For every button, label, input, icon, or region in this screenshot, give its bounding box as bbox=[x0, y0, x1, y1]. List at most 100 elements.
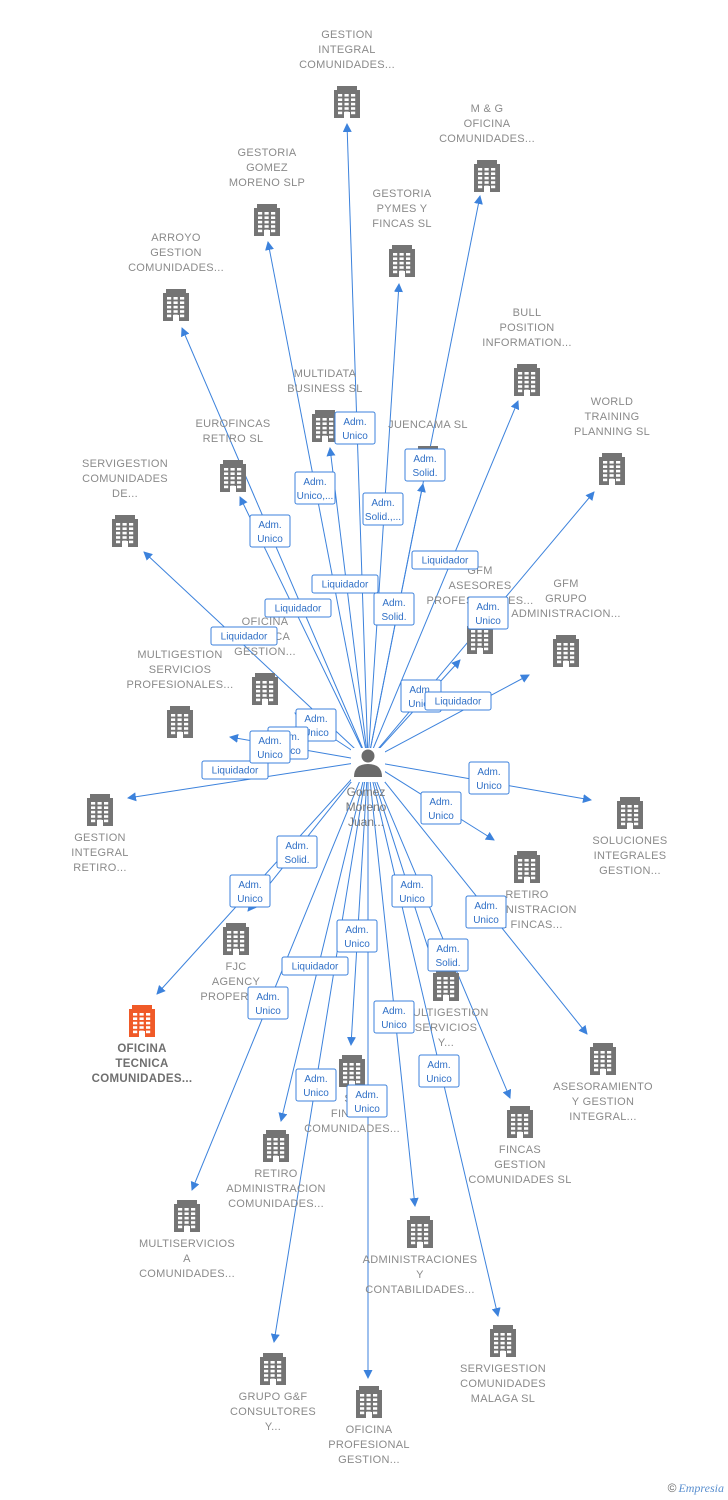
edge-label-text: Adm.Unico bbox=[399, 880, 425, 905]
edge-label-text: Liquidador bbox=[435, 697, 482, 708]
edge-label[interactable]: Adm.Solid. bbox=[427, 938, 469, 972]
edge-label[interactable]: Adm.Unico bbox=[420, 791, 462, 825]
edge-label[interactable]: Adm.Solid.,... bbox=[362, 492, 404, 526]
building-icon bbox=[433, 969, 459, 1001]
building-icon bbox=[474, 160, 500, 192]
edge-labels: Adm.UnicoAdm.Solid.Adm.Unico,...Adm.Soli… bbox=[201, 411, 510, 1118]
edge-label[interactable]: Adm.Unico bbox=[467, 596, 509, 630]
building-icon bbox=[163, 289, 189, 321]
edge-label[interactable]: Adm.Unico bbox=[249, 730, 291, 764]
edge-label[interactable]: Adm.Solid. bbox=[276, 835, 318, 869]
empresia-brand[interactable]: ©Empresia bbox=[668, 1481, 724, 1496]
edge-label[interactable]: Adm.Unico bbox=[418, 1054, 460, 1088]
edge-label[interactable]: Adm.Unico,... bbox=[294, 471, 336, 505]
edge-label-text: Adm.Solid.,... bbox=[365, 498, 401, 523]
building-icon bbox=[507, 1106, 533, 1138]
edge-label-text: Adm.Unico bbox=[426, 1060, 452, 1085]
building-icon bbox=[167, 706, 193, 738]
edge-label[interactable]: Adm.Unico bbox=[336, 919, 378, 953]
edge-label-text: Adm.Unico bbox=[428, 797, 454, 822]
building-icon bbox=[223, 923, 249, 955]
edge-label[interactable]: Liquidador bbox=[311, 574, 379, 594]
edge-label[interactable]: Adm.Unico bbox=[334, 411, 376, 445]
edge-label[interactable]: Liquidador bbox=[411, 550, 479, 570]
edge-label[interactable]: Adm.Unico bbox=[391, 874, 433, 908]
edge-label[interactable]: Adm.Unico bbox=[465, 895, 507, 929]
edge-to-bull-position-information bbox=[367, 400, 520, 762]
building-icon bbox=[220, 460, 246, 492]
edge-label[interactable]: Adm.Unico bbox=[229, 874, 271, 908]
building-icon bbox=[599, 453, 625, 485]
edge-to-retiro-administracion-comunidades bbox=[278, 760, 369, 1122]
edge-label[interactable]: Adm.Unico bbox=[373, 1000, 415, 1034]
edge-label-text: Adm.Unico bbox=[257, 736, 283, 761]
edge-label[interactable]: Adm.Unico bbox=[249, 514, 291, 548]
edge-label[interactable]: Adm.Unico bbox=[247, 986, 289, 1020]
edge-label[interactable]: Adm.Solid. bbox=[404, 448, 446, 482]
edge-label[interactable]: Liquidador bbox=[264, 598, 332, 618]
edge-label-text: Adm.Unico bbox=[473, 901, 499, 926]
building-icon bbox=[514, 851, 540, 883]
edge-label[interactable]: Liquidador bbox=[201, 760, 269, 780]
edge-label[interactable]: Adm.Unico bbox=[346, 1084, 388, 1118]
edge-to-fincas-gestion-comunidades bbox=[367, 760, 512, 1099]
edge-label[interactable]: Liquidador bbox=[210, 626, 278, 646]
edge-label-text: Adm.Unico bbox=[354, 1090, 380, 1115]
building-icon bbox=[617, 797, 643, 829]
edge-to-servigestion-comunidades-malaga bbox=[367, 760, 501, 1317]
edge-to-ss-fincas-comunidades bbox=[346, 760, 369, 1046]
edge-label[interactable]: Adm.Unico bbox=[295, 1068, 337, 1102]
building-icon bbox=[514, 364, 540, 396]
edge-label[interactable]: Liquidador bbox=[424, 691, 492, 711]
edge-to-administraciones-contabilidades bbox=[367, 760, 419, 1207]
edge-label-text: Adm.Unico,... bbox=[297, 477, 334, 502]
edge-label-text: Adm.Unico bbox=[342, 417, 368, 442]
edge-label-text: Adm.Unico bbox=[475, 602, 501, 627]
edge-label[interactable]: Adm.Unico bbox=[468, 761, 510, 795]
edge-label[interactable]: Liquidador bbox=[281, 956, 349, 976]
edge-label[interactable]: Adm.Solid. bbox=[373, 592, 415, 626]
